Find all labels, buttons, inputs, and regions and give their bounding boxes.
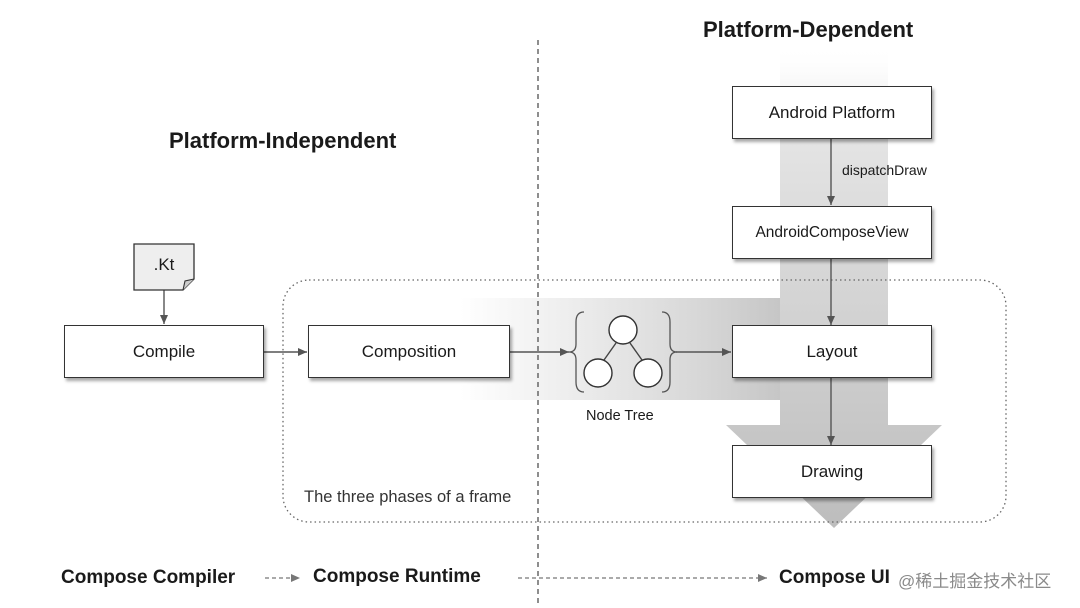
dispatch-draw-label: dispatchDraw — [842, 162, 927, 178]
kt-file-label: .Kt — [153, 255, 175, 274]
kt-file-icon: .Kt — [133, 243, 195, 291]
vertical-flow-band — [726, 45, 942, 528]
watermark: @稀土掘金技术社区 — [898, 572, 1052, 591]
compile-box: Compile — [64, 325, 264, 378]
right-child-node — [633, 358, 663, 388]
node-tree-icon — [568, 311, 678, 393]
composition-box: Composition — [308, 325, 510, 378]
compose-ui-label: Compose UI — [779, 567, 890, 588]
platform-dependent-heading: Platform-Dependent — [703, 17, 914, 42]
left-brace — [568, 311, 585, 393]
compose-compiler-label: Compose Compiler — [61, 567, 236, 588]
platform-independent-heading: Platform-Independent — [169, 128, 397, 153]
frame-phases-container — [282, 279, 1007, 523]
drawing-box: Drawing — [732, 445, 932, 498]
layout-box: Layout — [732, 325, 932, 378]
right-brace — [661, 311, 678, 393]
android-compose-view-box: AndroidComposeView — [732, 206, 932, 259]
node-tree-label: Node Tree — [586, 408, 654, 424]
left-child-node — [583, 358, 613, 388]
root-node — [608, 315, 638, 345]
compose-runtime-label: Compose Runtime — [313, 566, 481, 587]
frame-phases-label: The three phases of a frame — [304, 488, 512, 506]
android-platform-box: Android Platform — [732, 86, 932, 139]
